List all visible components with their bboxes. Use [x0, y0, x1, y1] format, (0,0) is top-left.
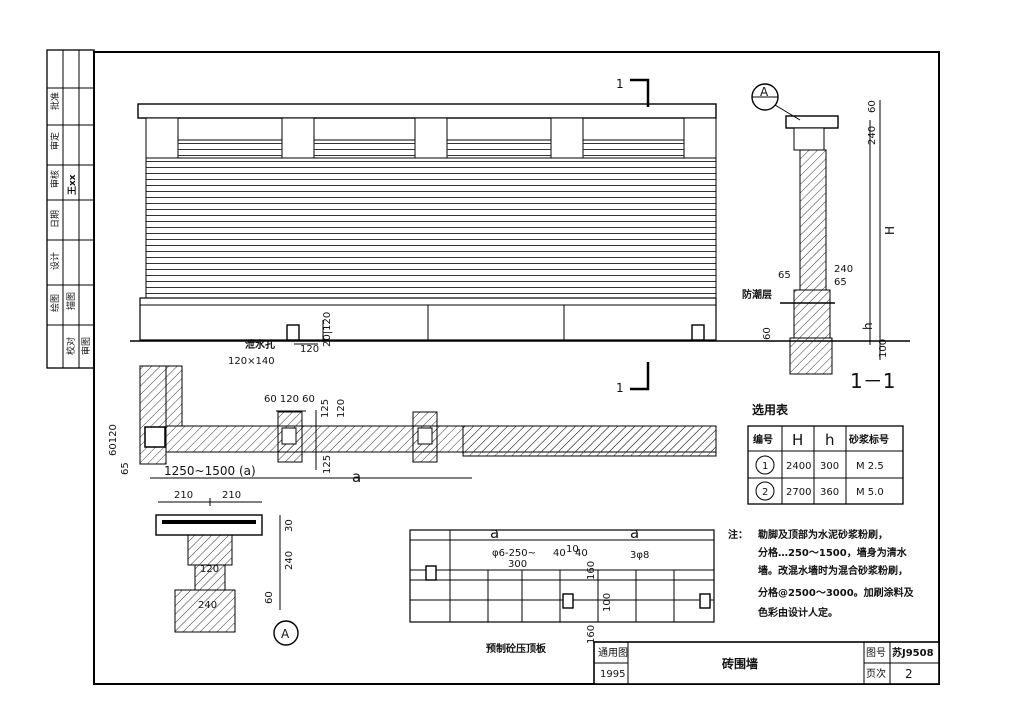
weep-hole-size: 120×140 — [228, 356, 275, 367]
slab-dim-10: 10 — [566, 544, 579, 555]
detail-dim-120: 120 — [200, 564, 219, 575]
detail-dim-240: 240 — [284, 551, 295, 570]
detail-dim-210a: 210 — [174, 490, 193, 501]
notes-line-1: 勒脚及顶部为水泥砂浆粉刷， — [758, 528, 888, 541]
drawing-frame — [93, 51, 940, 685]
slab-dim-160b: 160 — [586, 625, 597, 644]
table-row2-no: 2 — [762, 487, 768, 498]
sidebar-label-4: 日期 — [50, 210, 61, 228]
slab-rebar1: φ6-250~ — [492, 548, 536, 559]
plan-dim-60120: 60120 — [108, 424, 119, 456]
section-dim-h: h — [861, 322, 875, 330]
weep-hole-dim-120: 120 — [300, 344, 319, 355]
title-atlas-no: 苏J9508 — [892, 646, 934, 659]
sidebar-label-1: 批准 — [49, 92, 61, 110]
slab-dim-160: 160 — [586, 561, 597, 580]
detail-dim-30: 30 — [284, 519, 295, 532]
damp-proof-label: 防潮层 — [742, 288, 772, 301]
table-row2-mortar: M 5.0 — [856, 487, 884, 498]
slab-dim-100: 100 — [602, 593, 613, 612]
notes-line-5: 色彩由设计人定。 — [758, 606, 838, 619]
selection-table — [747, 425, 904, 505]
title-block — [593, 641, 940, 685]
section-dim-60b: 60 — [762, 327, 773, 340]
table-row2-H: 2700 — [786, 487, 811, 498]
detail-a — [155, 498, 299, 646]
plan-a: a — [352, 468, 361, 486]
detail-marker-a: A — [281, 627, 290, 641]
plan-dim-65: 65 — [120, 462, 131, 475]
plan-dim-125b: 125 — [322, 455, 333, 474]
weep-hole-label: 泄水孔 — [245, 338, 275, 351]
plan-dim-120: 120 — [336, 399, 347, 418]
sidebar-label-9: 描图 — [65, 292, 77, 310]
section-dim-65: 65 — [778, 270, 791, 281]
slab-dim-40: 40 — [553, 548, 566, 559]
sidebar-label-7: 校对 — [65, 337, 77, 355]
section-marker-a: A — [760, 85, 769, 99]
title-page-label: 页次 — [866, 667, 886, 680]
table-header-no: 编号 — [753, 433, 773, 446]
section-1-1 — [751, 83, 881, 375]
wall-plan — [139, 365, 717, 479]
notes-line-4: 分格@2500～3000。加刷涂料及 — [758, 586, 915, 599]
table-row1-mortar: M 2.5 — [856, 461, 884, 472]
detail-dim-60: 60 — [264, 591, 275, 604]
slab-rebar1b: 300 — [508, 559, 527, 570]
table-header-H: H — [792, 431, 803, 449]
sidebar-label-8: 审图 — [80, 337, 92, 355]
section-mark-bottom: 1 — [616, 381, 624, 395]
notes-line-3: 墙。改混水墙时为混合砂浆粉刷， — [758, 564, 908, 577]
sidebar-label-5: 设计 — [49, 252, 61, 270]
slab-title: 预制砼压顶板 — [486, 642, 547, 655]
sidebar-label-3: 审核 — [49, 170, 61, 188]
section-dim-H: H — [883, 226, 897, 235]
section-title: 1－1 — [850, 369, 895, 393]
table-row2-h: 360 — [820, 487, 839, 498]
sidebar-label-2: 审定 — [49, 132, 61, 150]
notes-line-2: 分格…250～1500，墙身为清水 — [758, 546, 908, 559]
slab-dim-40b: 40 — [575, 548, 588, 559]
selection-table-title: 选用表 — [752, 402, 789, 417]
table-row1-H: 2400 — [786, 461, 811, 472]
table-row1-h: 300 — [820, 461, 839, 472]
slab-a2: a — [630, 524, 639, 542]
slab-rebar2: 3φ8 — [630, 550, 649, 561]
sidebar-signature: 王xx — [67, 174, 78, 195]
title-project: 砖围墙 — [722, 656, 758, 671]
slab-a1: a — [490, 524, 499, 542]
plan-dim-125a: 125 — [320, 399, 331, 418]
section-dim-60: 60 — [867, 100, 878, 113]
section-dim-240b: 240 — [834, 264, 853, 275]
section-dim-100: 100 — [878, 339, 889, 358]
weep-hole-dim-vert: 20|120 — [322, 312, 333, 347]
sidebar-label-6: 绘图 — [49, 294, 61, 312]
table-row1-no: 1 — [762, 461, 768, 472]
precast-slab-plan — [409, 529, 715, 623]
table-header-h: h — [825, 431, 835, 449]
plan-dims-top: 60 120 60 — [264, 394, 315, 405]
wall-elevation — [130, 78, 910, 391]
detail-dim-240b: 240 — [198, 600, 217, 611]
section-dim-65b: 65 — [834, 277, 847, 288]
plan-span: 1250~1500 (a) — [164, 464, 256, 478]
title-atlas-label: 图号 — [866, 647, 886, 659]
detail-dim-210b: 210 — [222, 490, 241, 501]
section-mark-top: 1 — [616, 77, 624, 91]
title-year: 1995 — [600, 669, 625, 680]
section-dim-240: 240 — [867, 126, 878, 145]
sidebar-signature-block: 批准 审定 审核 日期 设计 绘图 校对 审图 描图 王xx — [46, 49, 95, 369]
table-header-mortar: 砂浆标号 — [848, 433, 889, 446]
notes-label: 注： — [728, 528, 748, 541]
title-year-label: 通用图 — [598, 647, 628, 659]
title-page-no: 2 — [905, 667, 913, 681]
